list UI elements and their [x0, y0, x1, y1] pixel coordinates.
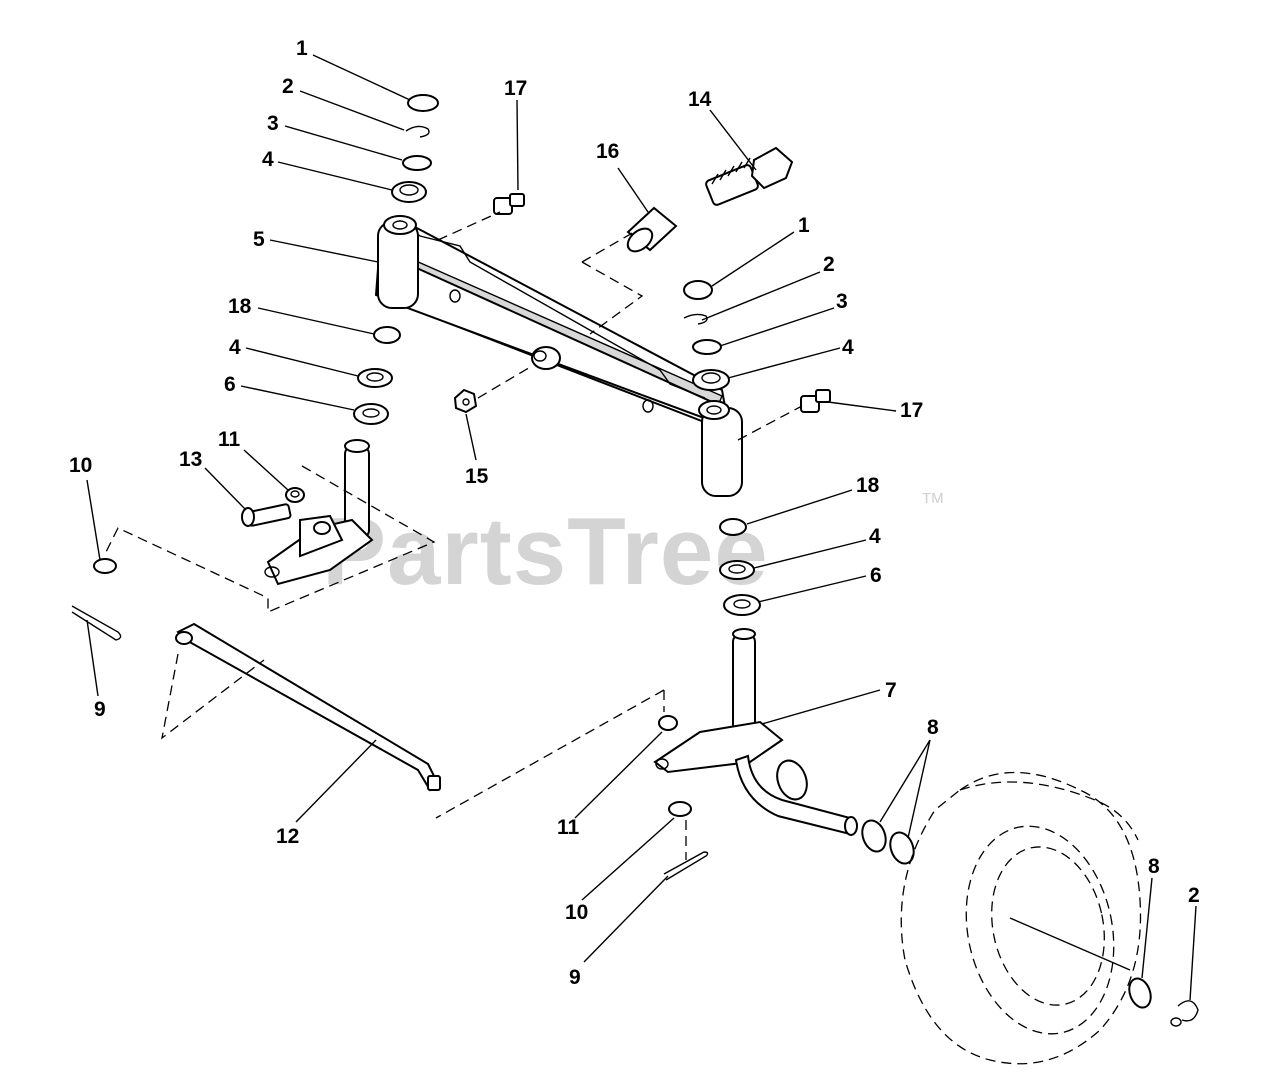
- callout-label: 3: [836, 290, 848, 313]
- callout-label: 2: [1188, 884, 1200, 907]
- callout-label: 18: [228, 295, 252, 318]
- nut-part: [453, 388, 478, 414]
- washer-part: [1128, 977, 1152, 1009]
- callout-label: 16: [596, 140, 619, 163]
- left-bottom-hardware-stack: [353, 326, 401, 425]
- bolt-part: [705, 146, 794, 206]
- callout-label: 8: [1148, 855, 1160, 878]
- cotter-pin-part: [663, 851, 709, 881]
- washer-part: [93, 558, 117, 574]
- washer-part: [889, 831, 915, 865]
- callout-label: 11: [557, 816, 580, 839]
- grease-fitting-part: [800, 389, 831, 413]
- axle-beam-part: [374, 215, 743, 497]
- callout-label: 12: [276, 825, 299, 848]
- watermark-text: PartsTree: [322, 498, 769, 605]
- callout-label: 4: [262, 148, 274, 171]
- wheel-part: [900, 771, 1142, 1065]
- callout-label: 9: [94, 698, 106, 721]
- callout-label: 9: [569, 966, 581, 989]
- callout-label: 1: [296, 37, 308, 60]
- nut-part: [285, 487, 305, 503]
- callouts: 1 2 3 4 5 18 4 6 11 13 10 9 12 17 16 14 …: [69, 37, 1200, 989]
- washer-part: [668, 801, 692, 817]
- callout-label: 10: [565, 901, 588, 924]
- callout-label: 13: [179, 448, 202, 471]
- watermark-trademark: TM: [922, 490, 944, 507]
- callout-label: 1: [798, 214, 810, 237]
- assembly-lines: [103, 211, 803, 860]
- washer-part: [861, 819, 887, 853]
- left-top-hardware-stack: [391, 94, 439, 203]
- callout-label: 4: [229, 336, 241, 359]
- right-top-hardware-stack: [683, 280, 730, 391]
- callout-label: 17: [504, 77, 527, 100]
- callout-label: 6: [870, 564, 882, 587]
- callout-label: 8: [927, 716, 939, 739]
- callout-label: 18: [856, 474, 880, 497]
- callout-label: 15: [465, 465, 489, 488]
- retaining-ring-part: [1177, 1000, 1199, 1022]
- left-spindle-part: [264, 439, 374, 586]
- callout-label: 11: [218, 428, 241, 451]
- callout-label: 4: [842, 336, 854, 359]
- bolt-part: [241, 503, 292, 527]
- cap-part: [407, 94, 439, 112]
- nut-part: [658, 715, 678, 731]
- callout-label: 4: [869, 525, 881, 548]
- washer-part: [402, 155, 432, 171]
- drag-link-part: [175, 622, 441, 792]
- callout-label: 5: [253, 228, 265, 251]
- cotter-pin-part: [71, 605, 122, 641]
- right-spindle-part: [653, 628, 858, 836]
- grease-fitting-part: [493, 193, 525, 215]
- right-bottom-hardware-stack: [719, 518, 761, 616]
- bushing-part: [391, 181, 427, 203]
- callout-label: 6: [224, 373, 236, 396]
- callout-label: 10: [69, 454, 92, 477]
- callout-label: 3: [267, 112, 279, 135]
- callout-label: 2: [282, 75, 294, 98]
- callout-label: 14: [688, 88, 712, 111]
- callout-label: 17: [900, 399, 923, 422]
- spacer-part: [626, 206, 678, 253]
- retaining-ring-part: [405, 125, 430, 138]
- callout-label: 7: [885, 679, 897, 702]
- callout-label: 2: [823, 253, 835, 276]
- leader-lines: [86, 54, 1197, 1001]
